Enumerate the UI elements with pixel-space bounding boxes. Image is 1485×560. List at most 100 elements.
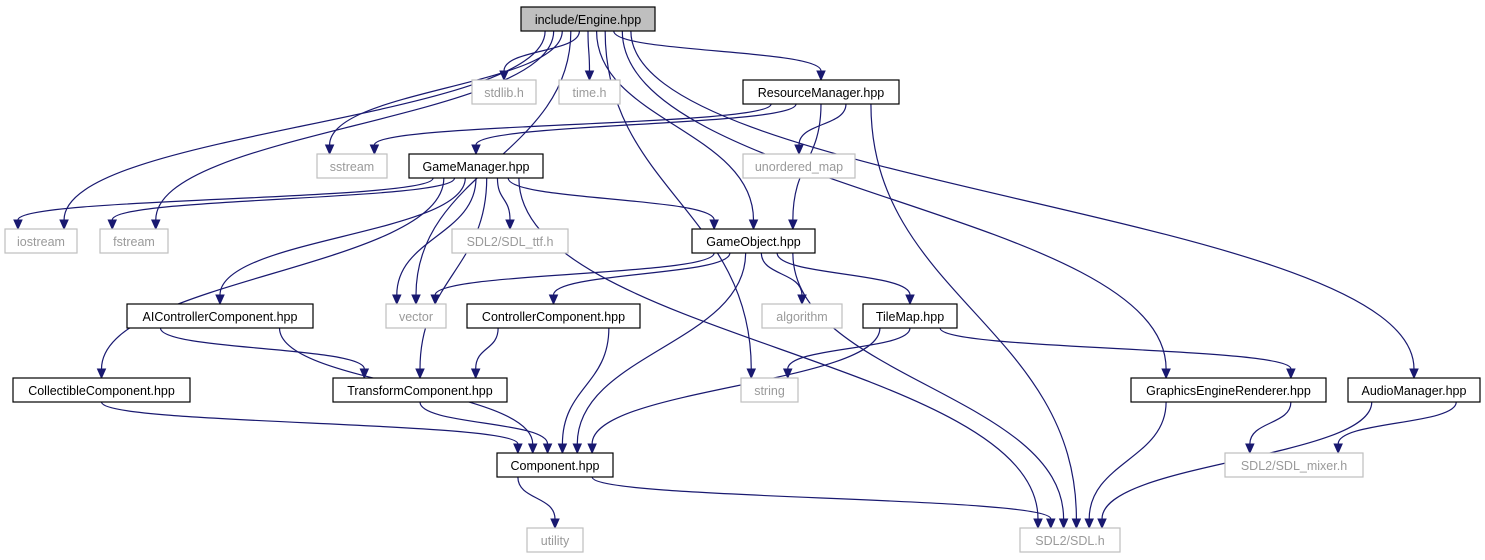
node-box (451, 228, 569, 254)
node-label: string (754, 384, 785, 398)
edge-arrowhead (816, 70, 826, 82)
edge-line (776, 252, 911, 296)
node-box (742, 153, 856, 179)
node-box (558, 79, 621, 105)
node-box (316, 153, 388, 179)
edge-game_object-to-controller (548, 252, 731, 306)
node-audio-manager[interactable]: AudioManager.hpp (1347, 377, 1481, 403)
edge-arrowhead (748, 219, 759, 231)
edge-tilemap-to-string (782, 327, 911, 380)
edge-line (496, 177, 511, 221)
edge-arrowhead (1097, 518, 1107, 530)
edge-component-to-utility (517, 476, 560, 530)
node-box (761, 303, 843, 329)
node-box (740, 377, 799, 403)
edge-engine-to-iostream (59, 30, 546, 231)
edge-arrowhead (505, 219, 515, 231)
edge-arrowhead (470, 368, 481, 380)
node-collectible[interactable]: CollectibleComponent.hpp (12, 377, 191, 403)
node-controller[interactable]: ControllerComponent.hpp (466, 303, 641, 329)
edge-line (507, 177, 715, 221)
edge-line (503, 30, 581, 72)
edge-tilemap-to-graphics_renderer (939, 327, 1296, 380)
edge-transform-to-component (419, 401, 553, 455)
edge-line (100, 177, 445, 370)
node-algorithm: algorithm (761, 303, 843, 329)
edge-game_object-to-component (572, 252, 747, 455)
edge-line (798, 103, 847, 146)
edge-arrowhead (797, 294, 807, 306)
edge-game_object-to-vector (430, 252, 715, 306)
edge-arrowhead (542, 443, 553, 455)
node-game-manager[interactable]: GameManager.hpp (408, 153, 544, 179)
node-engine[interactable]: include/Engine.hpp (520, 6, 656, 32)
node-box (862, 303, 958, 329)
node-ai-controller[interactable]: AIControllerComponent.hpp (126, 303, 314, 329)
edge-arrowhead (905, 294, 915, 306)
edge-arrowhead (392, 294, 402, 306)
edge-arrowhead (788, 219, 798, 231)
edge-resource_manager-to-unordered_map (794, 103, 847, 156)
edge-line (100, 401, 519, 445)
node-label: GraphicsEngineRenderer.hpp (1146, 384, 1311, 398)
edge-line (396, 177, 477, 296)
node-sdl: SDL2/SDL.h (1019, 527, 1121, 553)
edge-component-to-sdl (591, 476, 1056, 530)
node-transform[interactable]: TransformComponent.hpp (332, 377, 508, 403)
edge-arrowhead (499, 70, 509, 82)
node-label: unordered_map (755, 160, 843, 174)
node-box (466, 303, 641, 329)
node-box (1019, 527, 1121, 553)
edge-arrowhead (1245, 443, 1255, 455)
node-fstream: fstream (99, 228, 169, 254)
edge-arrowhead (557, 443, 568, 455)
edge-arrowhead (782, 368, 793, 380)
node-box (1130, 377, 1327, 403)
edge-ai_controller-to-transform (159, 327, 370, 380)
edge-engine-to-resource_manager (613, 30, 826, 82)
node-resource-manager[interactable]: ResourceManager.hpp (742, 79, 900, 105)
edge-arrowhead (471, 144, 481, 156)
edge-audio_manager-to-sdl_mixer (1333, 401, 1457, 455)
node-label: algorithm (776, 310, 827, 324)
edge-engine-to-time (584, 30, 595, 82)
node-tilemap[interactable]: TileMap.hpp (862, 303, 958, 329)
node-box (99, 228, 169, 254)
node-game-object[interactable]: GameObject.hpp (691, 228, 816, 254)
node-label: include/Engine.hpp (535, 13, 641, 27)
edge-arrowhead (1058, 518, 1069, 530)
node-box (385, 303, 447, 329)
edge-arrowhead (430, 294, 440, 306)
edge-line (870, 103, 1077, 520)
edge-controller-to-transform (470, 327, 499, 380)
node-unordered-map: unordered_map (742, 153, 856, 179)
node-label: SDL2/SDL_mixer.h (1241, 459, 1347, 473)
edge-game_manager-to-fstream (107, 177, 456, 231)
node-label: ResourceManager.hpp (758, 86, 885, 100)
edge-graphics_renderer-to-sdl (1084, 401, 1167, 530)
edge-arrowhead (107, 219, 118, 231)
node-stdlib: stdlib.h (471, 79, 537, 105)
edge-line (1088, 401, 1167, 520)
edge-resource_manager-to-sdl (870, 103, 1082, 530)
edge-game_manager-to-iostream (13, 177, 434, 231)
node-sdl-ttf: SDL2/SDL_ttf.h (451, 228, 569, 254)
node-component[interactable]: Component.hpp (496, 452, 614, 478)
edge-arrowhead (96, 368, 107, 380)
edge-line (111, 177, 456, 221)
edge-resource_manager-to-sstream (369, 103, 772, 156)
edge-tilemap-to-component (587, 327, 881, 455)
edge-line (219, 177, 466, 296)
edge-arrowhead (1046, 518, 1056, 530)
node-box (520, 6, 656, 32)
node-label: vector (399, 310, 433, 324)
node-label: GameObject.hpp (706, 235, 801, 249)
edge-line (419, 177, 488, 370)
edge-arrowhead (1161, 368, 1171, 380)
node-graphics-renderer[interactable]: GraphicsEngineRenderer.hpp (1130, 377, 1327, 403)
node-box (742, 79, 900, 105)
edge-arrowhead (411, 294, 421, 306)
node-label: fstream (113, 235, 155, 249)
node-label: stdlib.h (484, 86, 524, 100)
